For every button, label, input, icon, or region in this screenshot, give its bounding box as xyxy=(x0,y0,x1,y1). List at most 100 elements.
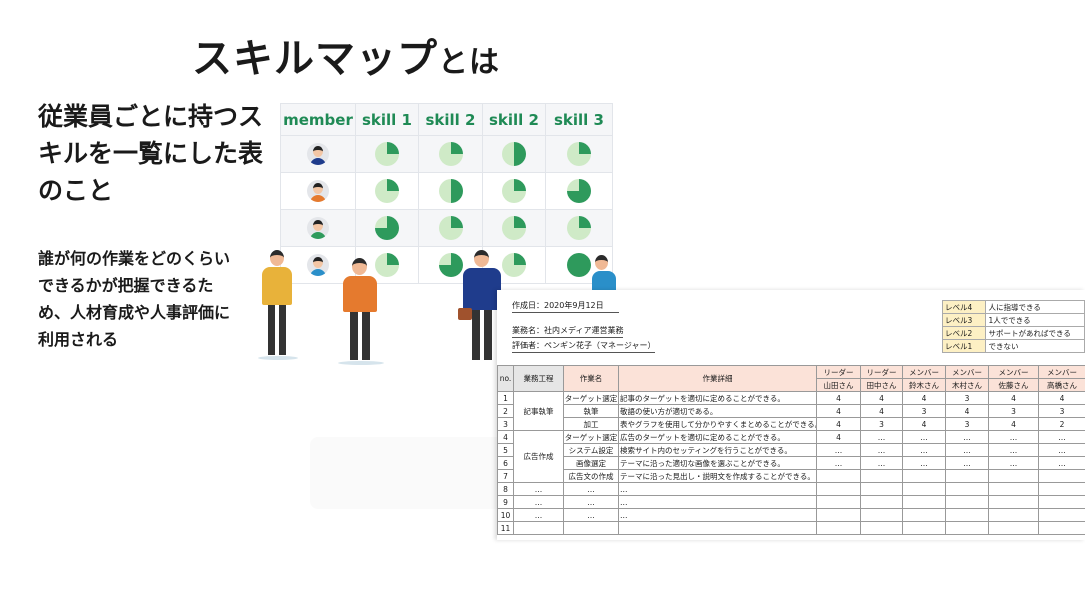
score-cell xyxy=(902,482,946,496)
detail-cell: テーマに沿った適切な画像を選ぶことができる。 xyxy=(618,456,817,470)
score-cell xyxy=(945,482,989,496)
score-cell xyxy=(860,521,903,535)
column-header-detail: 作業詳細 xyxy=(618,365,817,392)
detail-cell: 記事のターゲットを適切に定めることができる。 xyxy=(618,391,817,405)
skill-table-header: skill 1 xyxy=(355,103,419,136)
skill-map-spreadsheet: 作成日：2020年9月12日 業務名：社内メディア運営業務 評価者：ペンギン花子… xyxy=(497,290,1085,540)
score-cell xyxy=(945,508,989,522)
score-cell: … xyxy=(945,443,989,457)
skill-grid: no.業務工程作業名作業詳細リーダーリーダーメンバーメンバーメンバーメンバー山田… xyxy=(497,365,1085,535)
score-cell: 4 xyxy=(988,391,1039,405)
member-role: メンバー xyxy=(945,365,989,379)
detail-cell: 検索サイト内のセッティングを行うことができる。 xyxy=(618,443,817,457)
level-description: できない xyxy=(985,339,1085,353)
detail-cell xyxy=(618,521,817,535)
member-name: 田中さん xyxy=(860,378,903,392)
score-cell: … xyxy=(860,430,903,444)
skill-cell xyxy=(482,172,546,210)
task-cell xyxy=(563,521,619,535)
score-cell xyxy=(860,495,903,509)
task-cell: ターゲット選定 xyxy=(563,430,619,444)
skill-level-pie xyxy=(438,179,463,203)
score-cell: … xyxy=(988,456,1039,470)
level-label: レベル1 xyxy=(941,339,987,353)
detail-cell: 広告のターゲットを適切に定めることができる。 xyxy=(618,430,817,444)
skill-cell xyxy=(545,135,613,173)
task-cell: 広告文の作成 xyxy=(563,469,619,483)
score-cell: 4 xyxy=(816,430,861,444)
score-cell: … xyxy=(902,430,946,444)
skill-level-pie xyxy=(375,142,399,166)
detail-cell: テーマに沿った見出し・説明文を作成することができる。 xyxy=(618,469,817,483)
avatar xyxy=(307,217,329,239)
lead-text: 従業員ごとに持つスキルを一覧にした表のこと xyxy=(38,102,264,205)
score-cell: … xyxy=(860,443,903,457)
title-suffix: とは xyxy=(438,45,500,80)
score-cell: … xyxy=(816,456,861,470)
score-cell: 3 xyxy=(945,391,989,405)
table-row xyxy=(280,135,613,173)
skill-cell xyxy=(355,209,419,247)
score-cell xyxy=(816,469,861,483)
score-cell xyxy=(860,469,903,483)
column-header-no: no. xyxy=(497,365,514,392)
skill-level-pie xyxy=(375,179,399,203)
member-role: メンバー xyxy=(988,365,1039,379)
member-role: メンバー xyxy=(1038,365,1085,379)
evaluator: 評価者：ペンギン花子（マネージャー） xyxy=(512,340,656,353)
skill-level-pie xyxy=(567,216,591,240)
score-cell: … xyxy=(902,443,946,457)
skill-level-pie xyxy=(438,142,463,166)
member-cell xyxy=(280,172,356,210)
person-illustration-orange xyxy=(338,258,384,368)
table-row: 11 xyxy=(497,521,1085,535)
score-cell xyxy=(945,469,989,483)
description-text: 誰が何の作業をどのくらいできるかが把握できるため、人材育成や人事評価に利用される xyxy=(38,249,231,349)
table-row xyxy=(280,172,613,210)
detail-cell: … xyxy=(618,495,817,509)
level-label: レベル3 xyxy=(941,313,987,327)
score-cell xyxy=(902,521,946,535)
skill-level-pie xyxy=(375,253,399,277)
row-number: 4 xyxy=(497,430,514,444)
member-name: 木村さん xyxy=(945,378,989,392)
score-cell: 3 xyxy=(1038,404,1085,418)
score-cell xyxy=(1038,495,1085,509)
table-row xyxy=(280,209,613,247)
score-cell: … xyxy=(988,443,1039,457)
score-cell: 4 xyxy=(860,391,903,405)
level-description: 人に指導できる xyxy=(985,300,1085,314)
score-cell: 4 xyxy=(902,417,946,431)
avatar xyxy=(307,143,329,165)
column-header-process: 業務工程 xyxy=(513,365,564,392)
score-cell xyxy=(945,521,989,535)
score-cell: … xyxy=(1038,456,1085,470)
skill-cell xyxy=(418,209,483,247)
column-header-task: 作業名 xyxy=(563,365,619,392)
table-row: 8……… xyxy=(497,482,1085,496)
task-cell: 加工 xyxy=(563,417,619,431)
skill-level-pie xyxy=(502,179,526,203)
score-cell xyxy=(816,482,861,496)
skill-level-pie xyxy=(375,216,399,240)
detail-cell: … xyxy=(618,482,817,496)
score-cell: … xyxy=(860,456,903,470)
row-number: 5 xyxy=(497,443,514,457)
score-cell xyxy=(816,521,861,535)
process-group: 記事執筆 xyxy=(513,391,564,431)
member-role: リーダー xyxy=(860,365,903,379)
level-label: レベル4 xyxy=(941,300,987,314)
score-cell xyxy=(1038,482,1085,496)
score-cell: … xyxy=(902,456,946,470)
process-cell: … xyxy=(513,508,564,522)
task-cell: … xyxy=(563,482,619,496)
score-cell: 4 xyxy=(988,417,1039,431)
skill-cell xyxy=(545,209,613,247)
score-cell xyxy=(816,495,861,509)
